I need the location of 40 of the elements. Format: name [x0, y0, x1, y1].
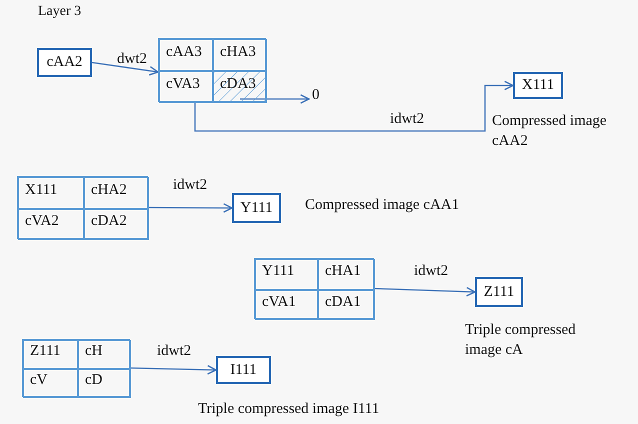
edge-label: dwt2	[117, 51, 147, 68]
edge-label: idwt2	[390, 111, 424, 128]
table-cell: cD	[78, 369, 131, 398]
table-cell: cDA1	[318, 290, 375, 320]
layer-heading: Layer 3	[38, 4, 82, 20]
table-cell: cHA1	[318, 259, 375, 290]
grid-table	[158, 38, 266, 102]
output-value: 0	[312, 86, 328, 104]
process-box: Y111	[232, 193, 281, 223]
table-cell: cDA2	[84, 209, 149, 240]
node-caption: Triple compressed image I111	[198, 400, 380, 419]
table-cell: cV	[23, 369, 78, 398]
table-cell: cH	[78, 340, 131, 369]
arrow	[194, 80, 514, 132]
table-cell: Y111	[255, 259, 318, 290]
edge-label: idwt2	[157, 343, 192, 360]
table-cell: X111	[18, 177, 84, 209]
table-cell: cAA3	[159, 39, 213, 71]
arrow	[92, 62, 159, 76]
grid-table	[17, 176, 148, 239]
grid-table	[254, 258, 374, 319]
arrow	[130, 364, 217, 375]
process-box: Z111	[475, 277, 523, 307]
arrow	[374, 286, 476, 297]
table-cell: cHA3	[213, 39, 267, 71]
process-box: X111	[513, 72, 563, 99]
grid-table	[22, 339, 130, 397]
process-box: cAA2	[37, 48, 92, 77]
edge-label: idwt2	[414, 263, 448, 280]
edge-label: idwt2	[173, 177, 208, 194]
node-caption: Compressed image cAA1	[305, 196, 460, 215]
node-caption: Triple compressed image cA	[465, 321, 577, 360]
node-caption: Compressed image cAA2	[492, 112, 608, 151]
table-cell: cVA2	[18, 209, 84, 240]
process-box: I111	[216, 356, 271, 384]
table-cell: cVA1	[255, 290, 318, 320]
table-cell: cHA2	[84, 177, 149, 209]
table-cell: Z111	[23, 340, 78, 369]
arrow	[148, 203, 233, 213]
table-cell: cVA3	[159, 71, 213, 103]
